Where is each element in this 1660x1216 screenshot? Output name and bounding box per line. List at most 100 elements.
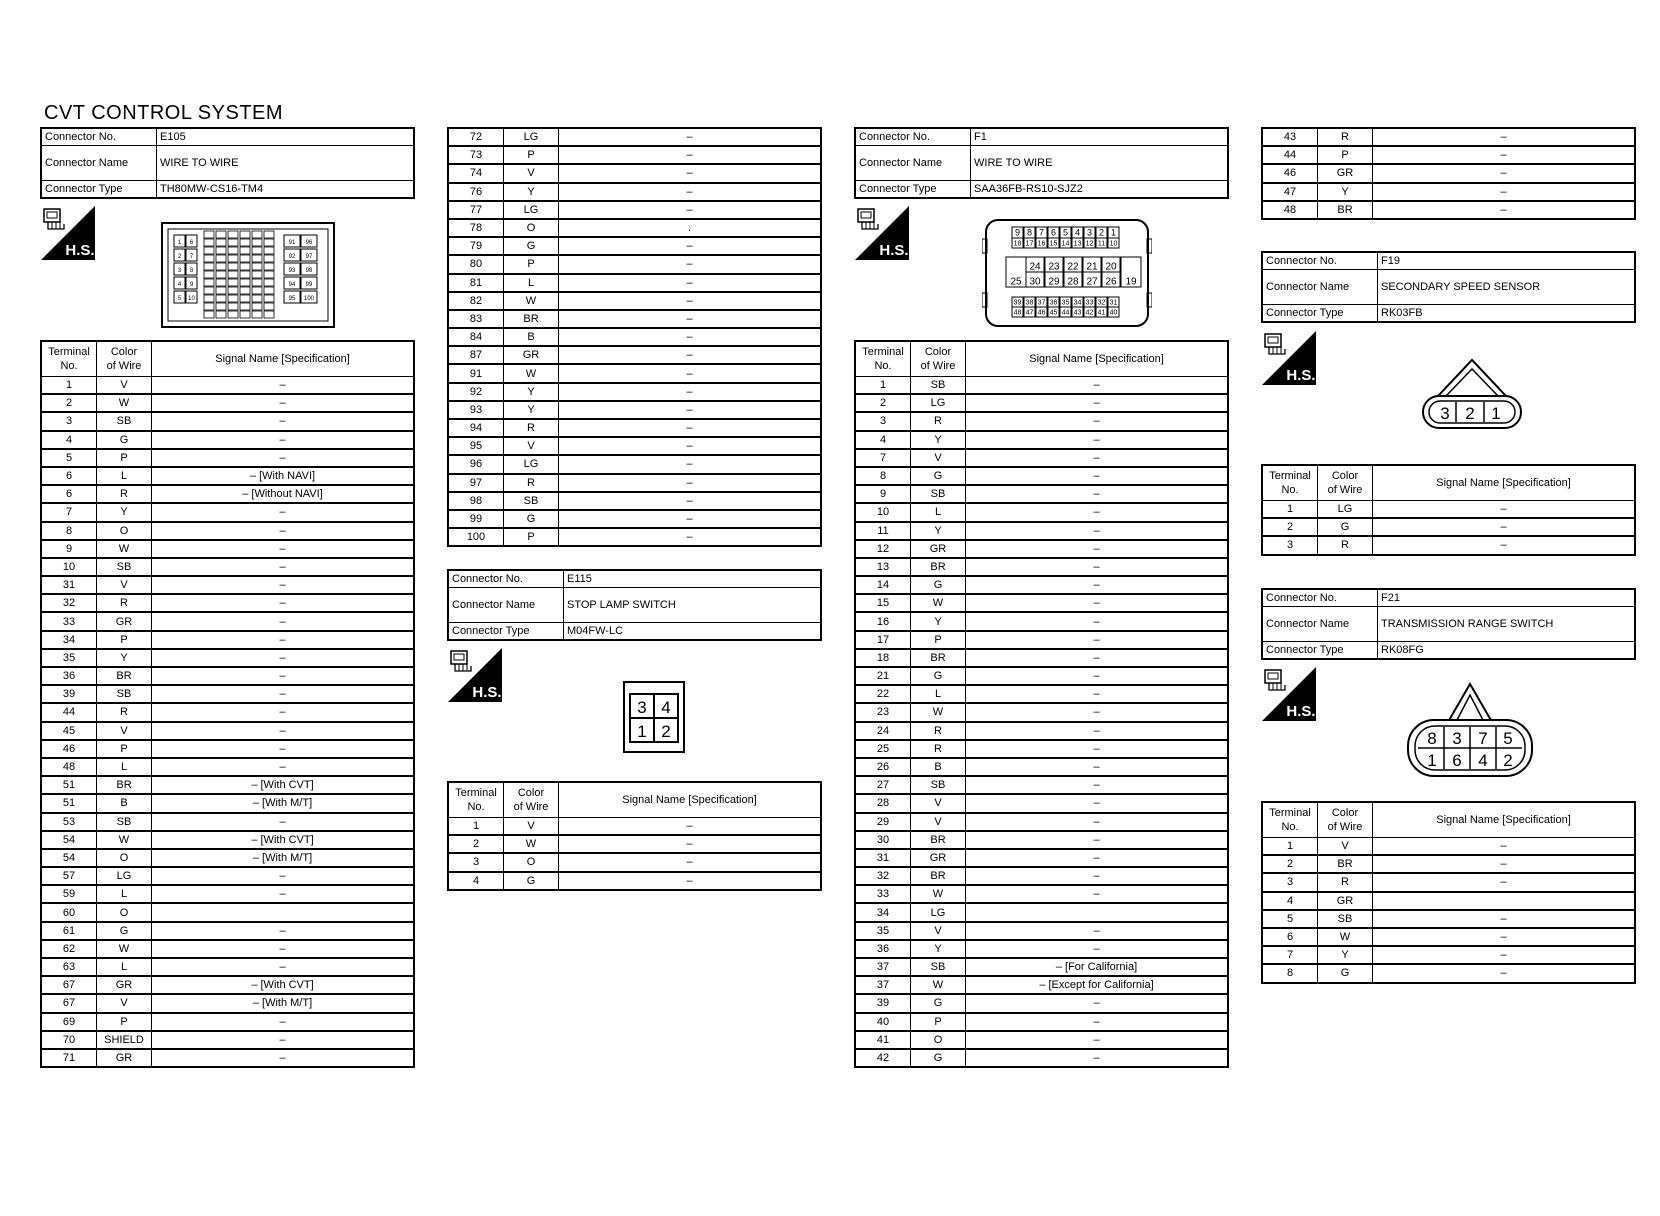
signal-name-cell: – xyxy=(965,539,1229,559)
pin-label: 7 xyxy=(1478,729,1487,748)
wire-color-cell: SB xyxy=(503,491,559,511)
signal-name-cell: – xyxy=(1372,927,1636,947)
connector-no-value: F19 xyxy=(1377,251,1636,270)
wire-color-cell: GR xyxy=(503,345,559,365)
connector-type-value: TH80MW-CS16-TM4 xyxy=(156,180,415,199)
wire-color-cell: O xyxy=(96,848,152,868)
terminal-no-cell: 39 xyxy=(40,684,97,704)
pin-label: 18 xyxy=(1014,241,1022,248)
terminal-no-cell: 31 xyxy=(40,575,97,595)
terminal-no-cell: 48 xyxy=(1261,200,1318,220)
signal-name-cell: – xyxy=(558,127,822,147)
pin-label: 43 xyxy=(1074,310,1082,317)
signal-name-cell: – xyxy=(558,454,822,475)
pin-cell xyxy=(251,302,263,311)
wire-color-cell: G xyxy=(503,236,559,256)
pin-cell xyxy=(173,276,186,290)
signal-name-cell: – xyxy=(558,236,822,256)
wire-color-cell: G xyxy=(503,509,559,529)
header-text: Color xyxy=(1331,807,1359,819)
signal-name-cell: – xyxy=(558,200,822,220)
signal-name-cell: – xyxy=(558,418,822,438)
pin-label: 100 xyxy=(304,296,315,302)
connector-type-label: Connector Type xyxy=(447,622,564,641)
wire-color-cell: W xyxy=(96,539,152,559)
signal-name-cell: – xyxy=(965,1048,1229,1068)
pin-label: 19 xyxy=(1125,277,1137,288)
pin-label: 29 xyxy=(1048,277,1060,288)
signal-name-cell: – xyxy=(558,817,822,836)
terminal-no-cell: 80 xyxy=(447,254,504,275)
wire-color-cell: G xyxy=(910,666,966,686)
signal-name-cell: – xyxy=(965,793,1229,814)
wire-color-cell: R xyxy=(910,721,966,741)
pin-cell xyxy=(239,270,251,279)
signal-name-cell: – xyxy=(151,757,415,777)
pin-label: 1 xyxy=(178,240,182,246)
pin-label: 6 xyxy=(1452,751,1461,770)
signal-name-cell: – xyxy=(558,509,822,529)
pin-label: 3 xyxy=(178,268,182,274)
signal-name-cell: – [With CVT] xyxy=(151,830,415,850)
terminal-no-cell: 37 xyxy=(854,975,911,995)
terminal-no-cell: 45 xyxy=(40,721,97,741)
pin-cell xyxy=(227,246,239,255)
pin-label: 5 xyxy=(1063,228,1068,238)
wire-color-cell: Y xyxy=(910,939,966,959)
wire-color-cell: W xyxy=(910,884,966,904)
signal-name-cell: – xyxy=(151,411,415,432)
pin-label: 2 xyxy=(661,722,670,741)
wire-color-cell: LG xyxy=(96,866,152,886)
pin-cell xyxy=(300,234,318,248)
connector-no-value: F21 xyxy=(1377,588,1636,607)
signal-name-cell: – xyxy=(151,1012,415,1032)
wire-color-cell: R xyxy=(503,473,559,493)
pin-cell xyxy=(203,270,215,279)
terminal-no-cell: 2 xyxy=(1261,517,1318,537)
pin-cell xyxy=(263,278,275,287)
signal-name-cell: – xyxy=(1372,837,1636,856)
pin-label: 95 xyxy=(289,296,296,302)
pin-cell xyxy=(263,286,275,295)
pin-cell xyxy=(1095,306,1108,318)
wire-color-cell: W xyxy=(910,593,966,613)
pin-label: 2 xyxy=(1465,404,1474,423)
signal-name-cell: – xyxy=(965,611,1229,632)
signal-name-cell: – xyxy=(558,382,822,402)
pin-label: 1 xyxy=(1427,751,1436,770)
signal-name-cell: – xyxy=(151,393,415,413)
connector-name-value: TRANSMISSION RANGE SWITCH xyxy=(1377,606,1636,642)
pin-cell xyxy=(1023,306,1036,318)
pin-cell xyxy=(300,276,318,290)
header-text: No. xyxy=(60,360,78,372)
header-text: of Wire xyxy=(106,360,142,372)
wire-color-cell: BR xyxy=(96,775,152,795)
wire-color-cell: GR xyxy=(96,975,152,995)
signal-name-cell: – xyxy=(965,884,1229,904)
pin-cell xyxy=(283,276,301,290)
terminal-no-cell: 18 xyxy=(854,648,911,668)
pin-cell xyxy=(185,234,198,248)
terminal-no-cell: 17 xyxy=(854,630,911,650)
pin-label: 12 xyxy=(1086,241,1094,248)
pin-label: 1 xyxy=(1491,404,1500,423)
signal-name-header: Signal Name [Specification] xyxy=(1372,464,1636,501)
